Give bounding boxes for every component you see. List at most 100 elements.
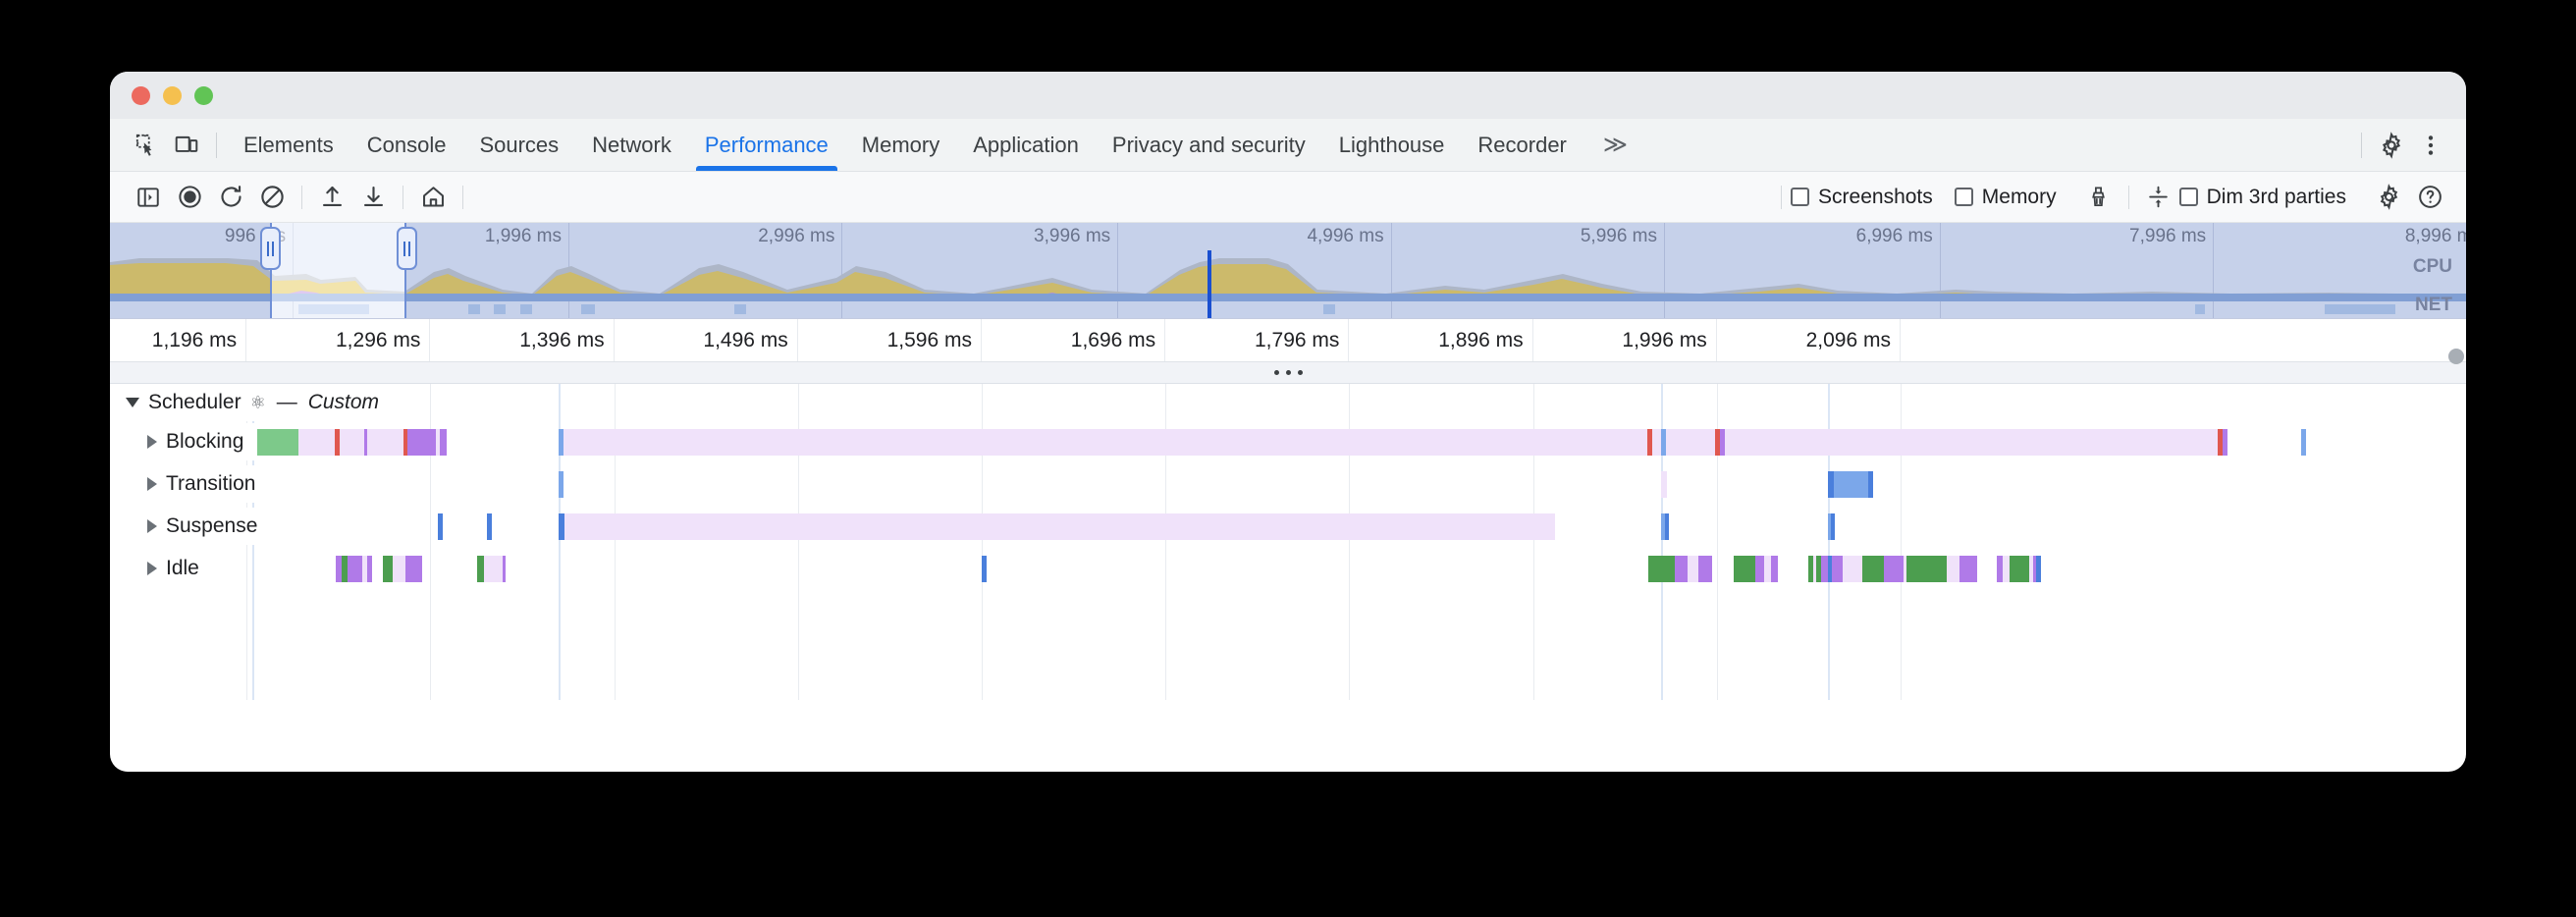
tab-lighthouse[interactable]: Lighthouse xyxy=(1338,132,1445,157)
close-window-button[interactable] xyxy=(132,85,150,105)
track-suspense[interactable]: Suspense xyxy=(110,508,272,545)
flamechart-bar[interactable] xyxy=(1661,429,1666,456)
track-idle-bars[interactable] xyxy=(110,556,2466,582)
reload-and-record-icon[interactable] xyxy=(210,178,251,217)
gear-icon[interactable] xyxy=(2372,126,2411,165)
flamechart-bar[interactable] xyxy=(392,556,405,582)
flamechart-bar[interactable] xyxy=(1861,556,1885,582)
flamechart-bar[interactable] xyxy=(1827,471,1834,498)
flamechart-bar[interactable] xyxy=(342,556,348,582)
flamechart-bar[interactable] xyxy=(404,556,422,582)
horizontal-scroll-knob[interactable] xyxy=(2448,349,2464,364)
track-group-scheduler[interactable]: Scheduler ⚛ — Custom xyxy=(110,384,394,421)
flamechart-bar[interactable] xyxy=(1959,556,1978,582)
record-icon[interactable] xyxy=(169,178,210,217)
chevron-down-icon[interactable] xyxy=(126,398,139,407)
track-blocking[interactable]: Blocking xyxy=(110,423,258,460)
flamechart-bar[interactable] xyxy=(1661,513,1665,540)
flamechart-bar[interactable] xyxy=(1833,471,1868,498)
chevron-right-icon[interactable] xyxy=(147,477,157,491)
flamechart-bar[interactable] xyxy=(336,556,343,582)
flamechart-bar[interactable] xyxy=(1903,556,1907,582)
capture-settings-icon[interactable] xyxy=(2368,178,2409,217)
flamechart-bar[interactable] xyxy=(1674,556,1688,582)
flamechart-bar[interactable] xyxy=(1651,429,1662,456)
flamechart-bar[interactable] xyxy=(1947,556,1960,582)
tab-performance[interactable]: Performance xyxy=(688,119,845,171)
flamechart-bar[interactable] xyxy=(1733,556,1756,582)
tab-sources[interactable]: Sources xyxy=(479,132,560,157)
flamechart-bar[interactable] xyxy=(363,429,368,456)
tab-network[interactable]: Network xyxy=(592,132,671,157)
pane-resize-handle[interactable] xyxy=(110,362,2466,384)
flamechart-bar[interactable] xyxy=(335,429,340,456)
flamechart-bar[interactable] xyxy=(402,429,408,456)
flamechart-bar[interactable] xyxy=(437,513,443,540)
flamechart-bar[interactable] xyxy=(1763,556,1771,582)
flamechart-bar[interactable] xyxy=(559,471,564,498)
flamechart-bar[interactable] xyxy=(1648,556,1675,582)
flamechart-bar[interactable] xyxy=(1661,471,1668,498)
tab-privacy-and-security[interactable]: Privacy and security xyxy=(1111,132,1306,157)
flamechart-bar[interactable] xyxy=(256,429,299,456)
flamechart-bar[interactable] xyxy=(1755,556,1764,582)
expand-collapse-icon[interactable] xyxy=(2138,178,2179,217)
kebab-menu-icon[interactable] xyxy=(2411,126,2450,165)
flamechart-bar[interactable] xyxy=(410,429,436,456)
flamechart-bar[interactable] xyxy=(1715,429,1720,456)
dim-3rd-parties-checkbox-box[interactable] xyxy=(2178,188,2198,206)
flamechart-bar[interactable] xyxy=(1997,556,2003,582)
chevron-right-icon[interactable] xyxy=(147,519,157,533)
home-icon[interactable] xyxy=(412,178,454,217)
flamechart-bar[interactable] xyxy=(1820,556,1829,582)
track-idle[interactable]: Idle xyxy=(110,550,213,587)
screenshots-checkbox-box[interactable] xyxy=(1791,188,1810,206)
flamechart-bar[interactable] xyxy=(1831,556,1844,582)
maximize-window-button[interactable] xyxy=(194,85,213,105)
flamechart-bar[interactable] xyxy=(440,429,448,456)
flamechart-bar[interactable] xyxy=(1827,513,1831,540)
flamechart-bar[interactable] xyxy=(1725,429,2218,456)
track-suspense-bars[interactable] xyxy=(110,513,2466,540)
flamechart-bar[interactable] xyxy=(1719,429,1726,456)
memory-checkbox-box[interactable] xyxy=(1954,188,1973,206)
toggle-sidebar-icon[interactable] xyxy=(128,178,169,217)
flamechart-bar[interactable] xyxy=(383,556,393,582)
track-blocking-bars[interactable] xyxy=(110,429,2466,456)
flamechart-bar[interactable] xyxy=(559,429,564,456)
help-icon[interactable] xyxy=(2409,178,2450,217)
flamechart-bar[interactable] xyxy=(564,513,1550,540)
flamechart-bar[interactable] xyxy=(1808,556,1813,582)
load-profile-icon[interactable] xyxy=(311,178,352,217)
flamechart-bar[interactable] xyxy=(2009,556,2030,582)
flamechart-bar[interactable] xyxy=(1843,556,1862,582)
flamechart-bar[interactable] xyxy=(2217,429,2223,456)
overview-selection-window[interactable] xyxy=(270,223,407,318)
tab-elements[interactable]: Elements xyxy=(243,132,334,157)
memory-checkbox[interactable]: Memory xyxy=(1954,186,2057,209)
collect-garbage-icon[interactable] xyxy=(2078,178,2120,217)
tab-console[interactable]: Console xyxy=(366,132,447,157)
flamechart-bar[interactable] xyxy=(2301,429,2306,456)
flamechart-bar[interactable] xyxy=(435,429,441,456)
flamechart-bar[interactable] xyxy=(1664,513,1670,540)
flamechart-bar[interactable] xyxy=(362,556,367,582)
flamechart-bar[interactable] xyxy=(298,429,336,456)
flamechart-bar[interactable] xyxy=(1549,513,1555,540)
tab-recorder[interactable]: Recorder xyxy=(1477,132,1567,157)
flamechart-bar[interactable] xyxy=(982,556,987,582)
flamechart-bar[interactable] xyxy=(503,556,507,582)
flamechart[interactable]: Scheduler ⚛ — Custom Blocking Transitio xyxy=(110,384,2466,700)
chevron-right-icon[interactable] xyxy=(147,435,157,449)
flamechart-bar[interactable] xyxy=(1697,556,1712,582)
flamechart-bar[interactable] xyxy=(2029,556,2033,582)
flamechart-bar[interactable] xyxy=(1906,556,1948,582)
flamechart-bar[interactable] xyxy=(2036,556,2041,582)
screenshots-checkbox[interactable]: Screenshots xyxy=(1791,186,1933,209)
flamechart-bar[interactable] xyxy=(2222,429,2227,456)
flamechart-bar[interactable] xyxy=(477,556,485,582)
tab-application[interactable]: Application xyxy=(973,132,1079,157)
flamechart-bar[interactable] xyxy=(1830,513,1835,540)
